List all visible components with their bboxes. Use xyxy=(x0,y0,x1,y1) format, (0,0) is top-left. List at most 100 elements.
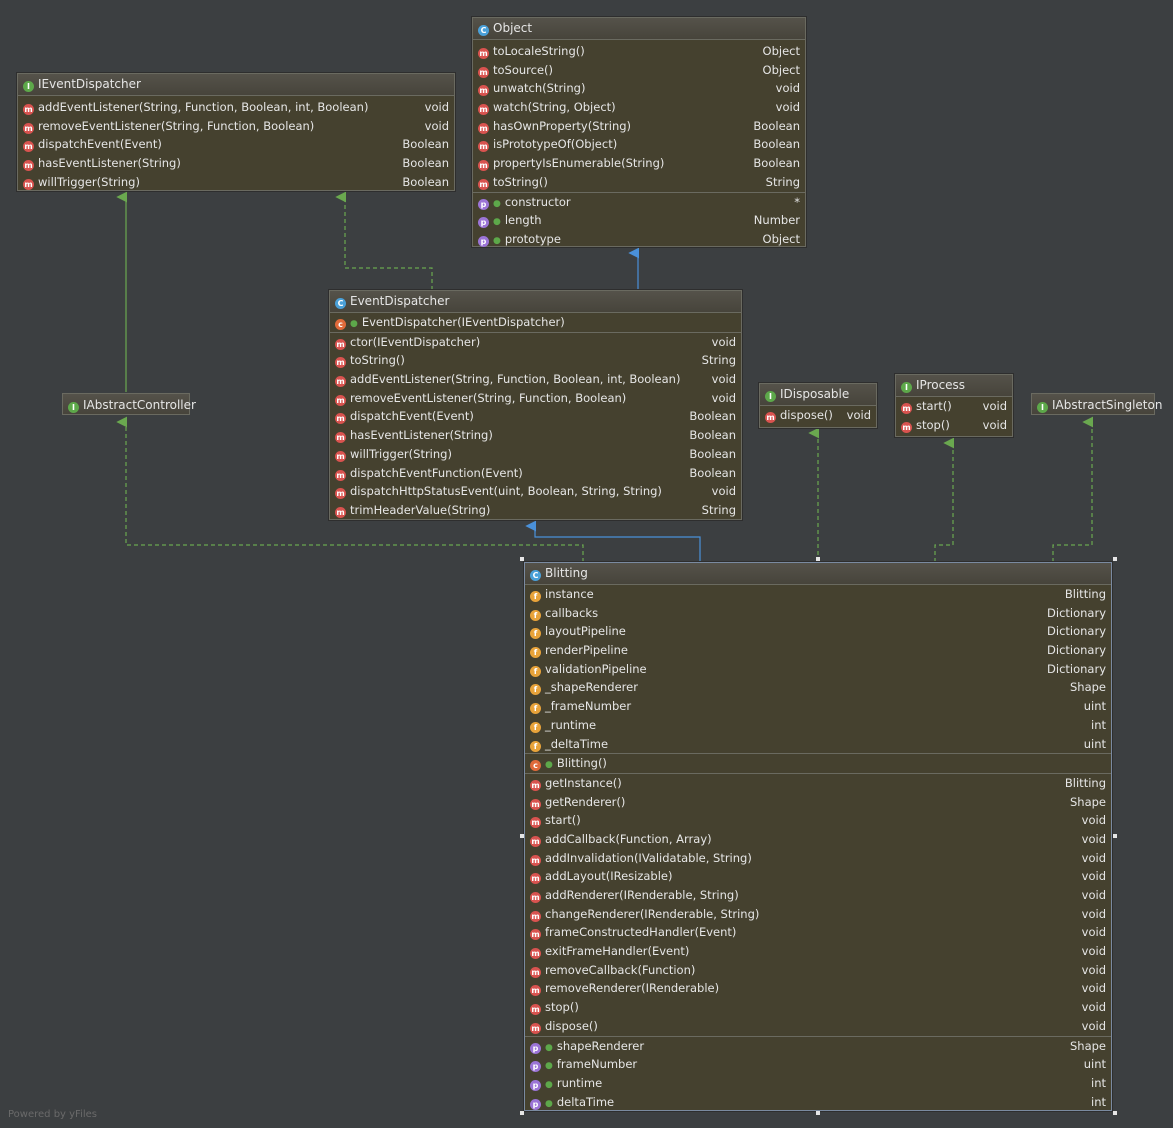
class-title: IDisposable xyxy=(780,387,850,401)
method-icon: m xyxy=(530,779,541,791)
constructor-row[interactable]: c●Blitting() xyxy=(525,754,1111,773)
method-icon: m xyxy=(530,985,541,997)
resize-handle[interactable] xyxy=(1113,557,1117,561)
member-name: dispatchEvent(Event) xyxy=(38,137,162,152)
property-row[interactable]: p●constructor* xyxy=(473,193,805,212)
property-icon: p xyxy=(530,1098,541,1110)
constructor-row[interactable]: c●EventDispatcher(IEventDispatcher) xyxy=(330,313,741,332)
member-type: int xyxy=(1091,717,1106,732)
method-icon: m xyxy=(478,85,489,97)
method-icon: m xyxy=(478,178,489,190)
resize-handle[interactable] xyxy=(520,1111,524,1115)
resize-handle[interactable] xyxy=(816,557,820,561)
resize-handle[interactable] xyxy=(816,1111,820,1115)
method-icon: m xyxy=(23,160,34,172)
member-name: addEventListener(String, Function, Boole… xyxy=(38,100,369,114)
resize-handle[interactable] xyxy=(520,557,524,561)
member-name: _shapeRenderer xyxy=(545,680,638,695)
member-name: hasOwnProperty(String) xyxy=(493,118,632,133)
member-name: _deltaTime xyxy=(545,736,609,751)
member-name: renderPipeline xyxy=(545,643,628,658)
method-icon: m xyxy=(478,160,489,172)
class-title: IAbstractSingleton xyxy=(1052,398,1163,412)
edge-blitting-iprocess xyxy=(934,437,955,562)
resize-handle[interactable] xyxy=(1113,1111,1117,1115)
member-type: void xyxy=(982,399,1007,413)
resize-handle[interactable] xyxy=(520,834,524,838)
resize-handle[interactable] xyxy=(1113,834,1117,838)
member-type: Shape xyxy=(1069,1038,1106,1053)
